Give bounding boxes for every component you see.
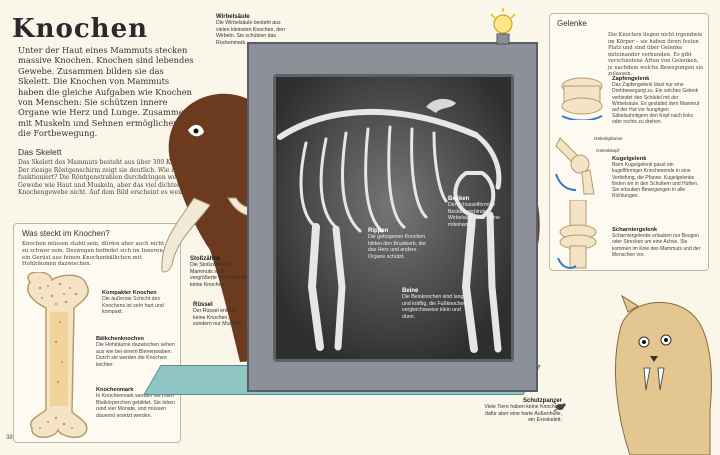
- beetle-icon: [553, 401, 566, 411]
- bone-info-box: Was steckt im Knochen? Knochen müssen st…: [13, 223, 181, 443]
- gelenke-text: Die Knochen liegen nicht irgendwie im Kö…: [608, 32, 704, 77]
- bone-box-title: Was steckt im Knochen?: [22, 229, 110, 238]
- label-gelenkpfanne: Gelenkpfanne: [594, 136, 623, 141]
- kugelgelenk-illustration: [555, 137, 595, 195]
- page-title: Knochen: [12, 14, 149, 44]
- xray-screen: [273, 74, 514, 362]
- mammoth-skeleton-xray: [276, 77, 511, 359]
- bone-box-text: Knochen müssen stabil sein, dürfen aber …: [22, 241, 165, 268]
- skelett-text: Das Skelett des Mammuts besteht aus über…: [18, 159, 195, 197]
- page-number: 38: [6, 435, 13, 441]
- intro-text: Unter der Haut eines Mammuts stecken mas…: [18, 45, 194, 139]
- sabertooth-cat-illustration: [614, 294, 712, 455]
- gelenke-info-box: Gelenke Die Knochen liegen nicht irgendw…: [549, 13, 709, 271]
- skelett-heading: Das Skelett: [18, 147, 62, 157]
- zapfengelenk-illustration: [561, 77, 603, 120]
- label-gelenkkopf: Gelenkkopf: [596, 148, 620, 153]
- xray-screen-frame: [247, 42, 538, 392]
- scharniergelenk-illustration: [557, 200, 597, 269]
- gelenke-title: Gelenke: [557, 19, 587, 28]
- bone-cross-section-illustration: [27, 272, 89, 439]
- light-bulb-icon: [490, 8, 516, 45]
